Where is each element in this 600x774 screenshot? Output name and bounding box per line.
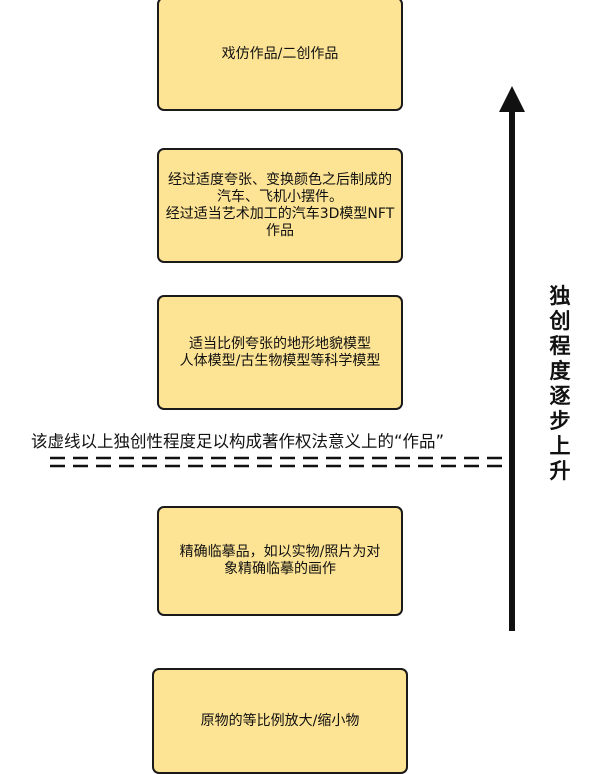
label-char: 程 (549, 334, 571, 358)
box-text-line: 适当比例夸张的地形地貌模型 (189, 335, 371, 352)
box-scaled-replicas: 原物的等比例放大/缩小物 (152, 668, 408, 774)
box-moderately-exaggerated-models: 经过适度夸张、变换颜色之后制成的 汽车、飞机小摆件。 经过适当艺术加工的汽车3D… (157, 148, 403, 263)
box-text-line: 精确临摹品，如以实物/照片为对 (179, 544, 381, 560)
box-text-line: 汽车、飞机小摆件。 (217, 188, 343, 205)
up-arrow-icon (499, 86, 525, 631)
box-text-line: 经过适度夸张、变换颜色之后制成的 (168, 171, 392, 188)
box-text-line: 戏仿作品/二创作品 (221, 45, 339, 62)
box-parody-works: 戏仿作品/二创作品 (157, 0, 403, 111)
label-char: 独 (549, 284, 571, 308)
box-text-line: 人体模型/古生物模型等科学模型 (179, 352, 381, 369)
label-char: 上 (549, 434, 571, 458)
label-char: 步 (549, 409, 571, 433)
box-text-line: 经过适当艺术加工的汽车3D模型NFT (165, 205, 395, 222)
box-exact-copies: 精确临摹品，如以实物/照片为对 象精确临摹的画作 (157, 506, 403, 616)
label-char: 逐 (549, 384, 571, 408)
label-char: 创 (549, 309, 571, 333)
threshold-dashed-line (50, 456, 502, 468)
creativity-rising-label: 独 创 程 度 逐 步 上 升 (546, 284, 574, 484)
label-char: 升 (549, 459, 571, 483)
box-scientific-models: 适当比例夸张的地形地貌模型 人体模型/古生物模型等科学模型 (157, 295, 403, 410)
label-char: 度 (549, 359, 571, 383)
box-text-line: 象精确临摹的画作 (224, 561, 336, 577)
box-text-line: 原物的等比例放大/缩小物 (200, 712, 360, 729)
box-text-line: 作品 (266, 222, 294, 239)
threshold-label: 该虚线以上独创性程度足以构成著作权法意义上的“作品” (31, 432, 445, 451)
